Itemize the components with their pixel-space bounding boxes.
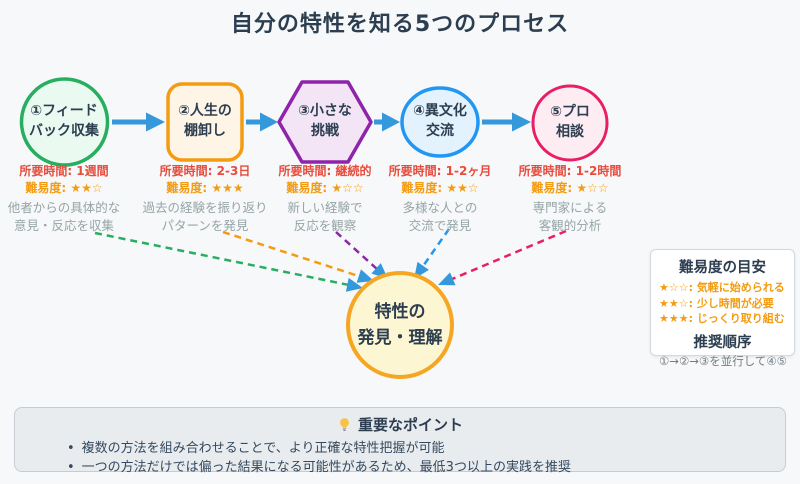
node-time-inventory: 所要時間: 2-3日	[159, 164, 251, 178]
important-points-header: 重要なポイント	[15, 414, 785, 435]
legend-level-3: ★★★: じっくり取り組む	[659, 312, 785, 326]
node-difficulty-feedback: 難易度: ★★☆	[25, 181, 103, 195]
connector-consult-arrowhead	[438, 272, 456, 286]
node-time-challenge: 所要時間: 継続的	[278, 164, 372, 178]
flow-arrow-4	[482, 112, 531, 132]
node-difficulty-challenge: 難易度: ★☆☆	[286, 181, 364, 195]
connector-feedback-dashed	[94, 231, 350, 287]
difficulty-legend-panel: 難易度の目安 ★☆☆: 気軽に始められる ★★☆: 少し時間が必要 ★★★: じ…	[650, 249, 795, 368]
flow-arrow-1	[112, 112, 165, 132]
legend-level-1: ★☆☆: 気軽に始められる	[659, 281, 785, 294]
important-points-box: 重要なポイント 複数の方法を組み合わせることで、より正確な特性把握が可能 一つの…	[14, 407, 786, 475]
important-point-item: 一つの方法だけでは偏った結果になる可能性があるため、最低3つ以上の実践を推奨	[67, 458, 785, 477]
important-points-list: 複数の方法を組み合わせることで、より正確な特性把握が可能 一つの方法だけでは偏っ…	[15, 439, 785, 477]
node-label-exchange: ④異文化 交流	[413, 103, 467, 140]
connector-consult-dashed	[449, 229, 567, 282]
node-time-feedback: 所要時間: 1週間	[19, 164, 109, 178]
flow-arrow-2-head	[260, 112, 278, 132]
node-description-challenge: 新しい経験で 反応を観察	[287, 200, 363, 234]
node-difficulty-inventory: 難易度: ★★★	[166, 181, 244, 195]
node-label-consult: ⑤プロ 相談	[550, 104, 590, 141]
flow-arrow-2	[246, 112, 278, 132]
node-shape-feedback-circle	[19, 77, 110, 167]
node-time-consult: 所要時間: 1-2時間	[518, 164, 622, 178]
important-points-title: 重要なポイント	[357, 416, 463, 434]
node-label-challenge: ③小さな 挑戦	[298, 103, 352, 140]
node-time-exchange: 所要時間: 1-2ヶ月	[388, 164, 492, 178]
node-shape-consult-circle	[531, 84, 609, 162]
legend-order-title: 推奨順序	[693, 334, 752, 351]
node-shape-challenge-hexagon	[277, 80, 373, 164]
connector-challenge-dashed	[335, 231, 380, 272]
node-label-inventory: ②人生の 棚卸し	[178, 103, 232, 140]
important-point-item: 複数の方法を組み合わせることで、より正確な特性把握が可能	[67, 439, 785, 458]
legend-difficulty-title: 難易度の目安	[679, 260, 766, 276]
lightbulb-icon	[337, 417, 352, 432]
flow-arrow-4-head	[512, 112, 531, 132]
page-title: 自分の特性を知る5つのプロセス	[230, 12, 570, 37]
flow-arrow-3	[374, 112, 400, 132]
node-shape-exchange-ellipse	[400, 86, 480, 158]
node-label-feedback: ①フィード バック収集	[29, 103, 99, 140]
node-description-consult: 専門家による 客観的分析	[532, 200, 608, 234]
node-shape-inventory-rounded-square	[166, 82, 244, 162]
flow-arrow-1-head	[146, 112, 165, 132]
connector-feedback-arrowhead	[345, 277, 363, 292]
legend-order-text: ①→②→③を並行して④⑤	[659, 353, 787, 368]
legend-level-2: ★★☆: 少し時間が必要	[659, 296, 774, 310]
node-difficulty-consult: 難易度: ★☆☆	[531, 181, 609, 195]
node-difficulty-exchange: 難易度: ★★☆	[401, 181, 479, 195]
node-description-inventory: 過去の経験を振り返り パターンを発見	[142, 200, 268, 234]
connector-exchange-dashed	[420, 228, 451, 270]
connector-inventory-dashed	[222, 230, 362, 279]
center-result-label: 特性の 発見・理解	[357, 302, 443, 349]
flow-arrow-3-head	[382, 112, 400, 132]
node-description-feedback: 他者からの具体的な 意見・反応を収集	[7, 200, 121, 234]
node-description-exchange: 多様な人との 交流で発見	[402, 200, 478, 234]
center-result-circle	[346, 271, 454, 379]
connector-inventory-arrowhead	[356, 269, 374, 283]
